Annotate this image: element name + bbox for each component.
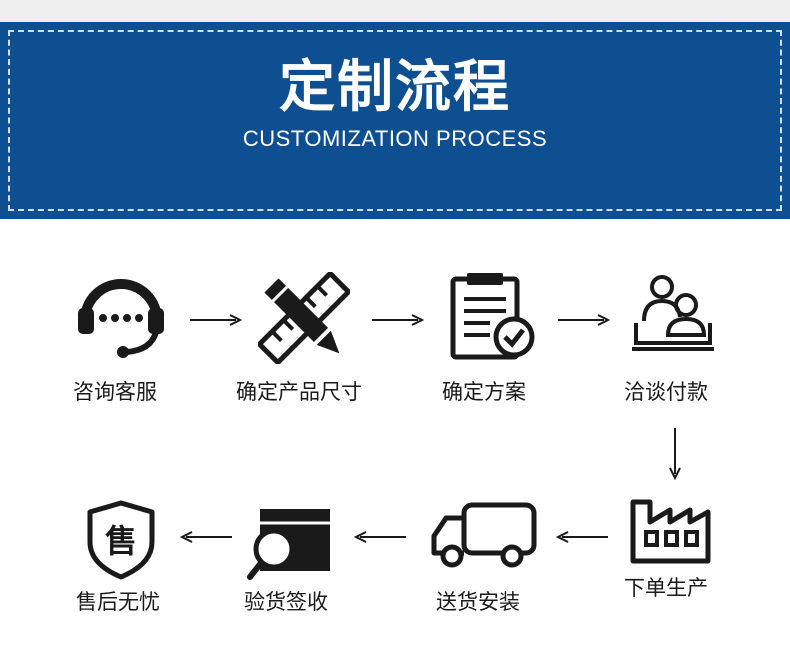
- clipboard-check-icon: [450, 273, 535, 360]
- truck-icon: [431, 502, 537, 568]
- step-label: 售后无忧: [76, 590, 160, 614]
- arrow-down-icon: [669, 428, 681, 481]
- top-strip: [0, 0, 790, 22]
- step-label: 验货签收: [244, 590, 328, 614]
- box-inspect-icon: [247, 509, 330, 580]
- step-label: 送货安装: [436, 590, 520, 614]
- badge-char: 售: [105, 522, 137, 560]
- step-label: 下单生产: [624, 576, 708, 600]
- header-banner: [0, 22, 790, 219]
- step-label: 咨询客服: [73, 380, 157, 404]
- page-subtitle: CUSTOMIZATION PROCESS: [242, 126, 548, 151]
- step-label: 确定方案: [442, 380, 526, 404]
- step-label: 洽谈付款: [624, 380, 708, 404]
- after-sales-shield-icon: 售: [87, 500, 155, 580]
- arrow-left-icon: [555, 531, 608, 543]
- factory-icon: [630, 499, 711, 564]
- pencil-ruler-icon: [258, 272, 350, 364]
- arrow-right-icon: [190, 314, 243, 326]
- dashed-border: [8, 30, 782, 211]
- step-label: 确定产品尺寸: [236, 380, 362, 404]
- page-title: 定制流程: [279, 55, 511, 120]
- arrow-left-icon: [179, 531, 232, 543]
- headset-icon: [78, 279, 164, 358]
- arrow-left-icon: [353, 531, 406, 543]
- meeting-icon: [632, 275, 714, 351]
- arrow-right-icon: [372, 314, 425, 326]
- arrow-right-icon: [558, 314, 611, 326]
